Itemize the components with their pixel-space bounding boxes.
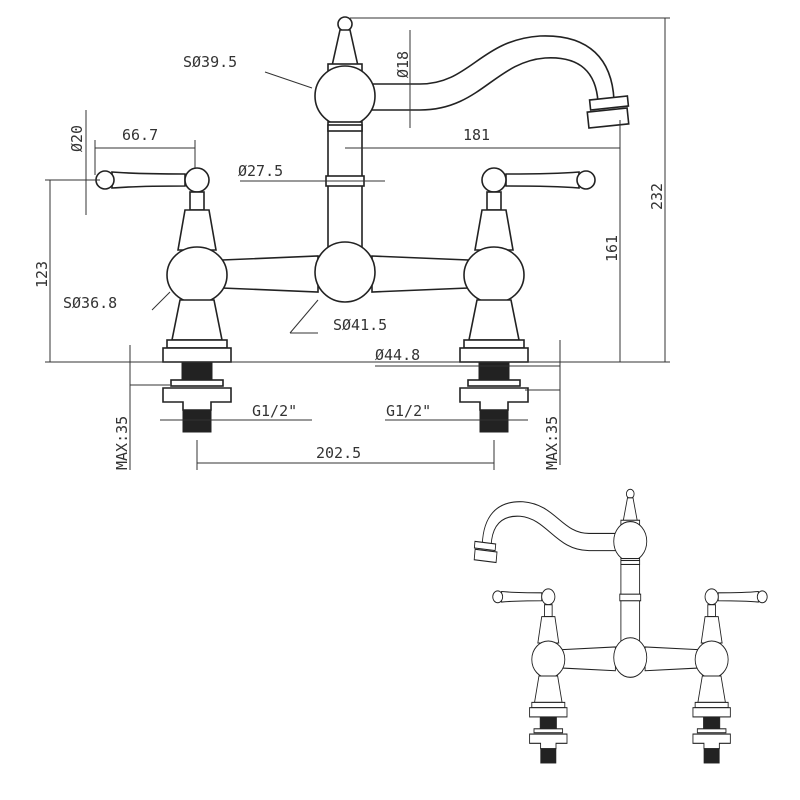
label-spout-height: 161: [603, 235, 621, 262]
label-valve-ball: SØ36.8: [63, 294, 117, 312]
label-max-right: MAX:35: [543, 416, 561, 470]
label-total-height: 232: [648, 183, 666, 210]
label-handle-height: 123: [33, 261, 51, 288]
label-spout-ball: SØ39.5: [183, 53, 237, 71]
label-spout-reach: 181: [463, 126, 490, 144]
label-center-distance: 202.5: [316, 444, 361, 462]
label-center-ball: SØ41.5: [333, 316, 387, 334]
faucet-front-view: [96, 17, 629, 432]
label-max-left: MAX:35: [113, 416, 131, 470]
faucet-perspective-view: [474, 489, 767, 763]
label-column-dia: Ø27.5: [238, 162, 283, 180]
label-base-dia: Ø44.8: [375, 346, 420, 364]
label-thread-right: G1/2": [386, 402, 431, 420]
label-handle-length: 66.7: [122, 126, 158, 144]
label-thread-left: G1/2": [252, 402, 297, 420]
dimension-lines: [45, 17, 670, 470]
label-spout-dia: Ø18: [394, 51, 412, 78]
label-handle-dia: Ø20: [68, 125, 86, 152]
